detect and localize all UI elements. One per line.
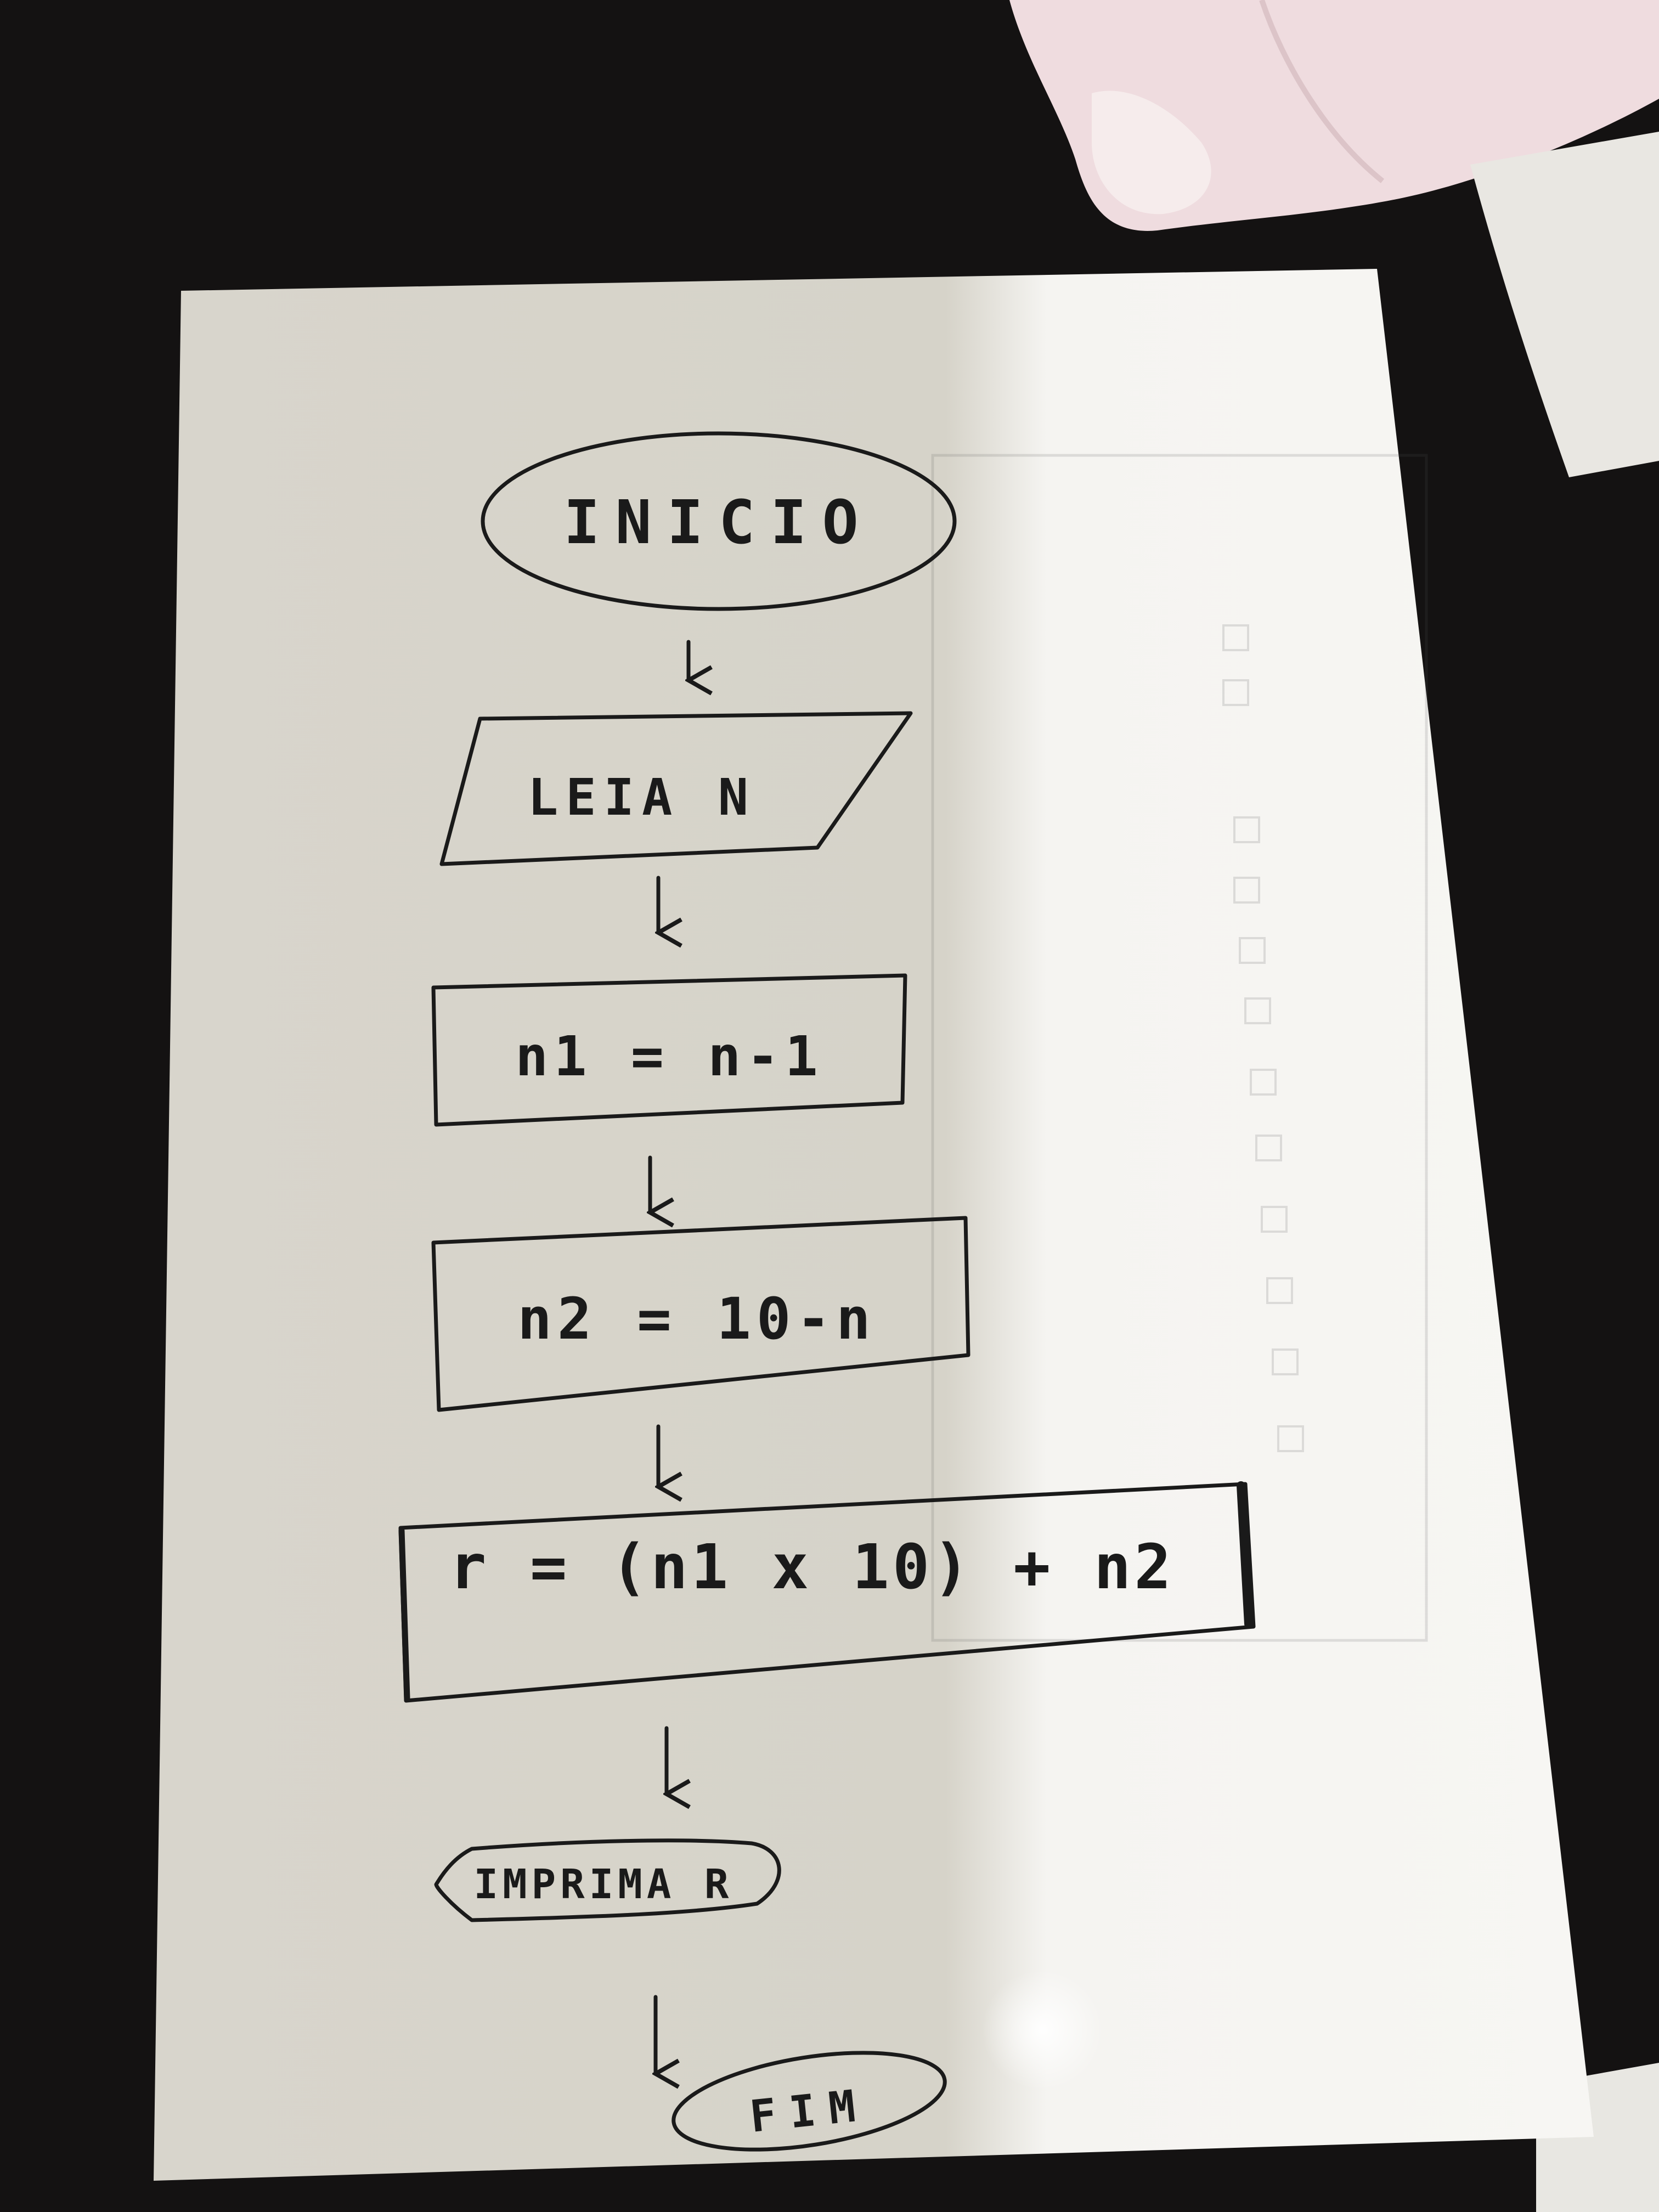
end-label: FIM bbox=[747, 2079, 871, 2142]
towel bbox=[1009, 0, 1659, 477]
output-label: IMPRIMA R bbox=[474, 1861, 733, 1908]
paper-sheet bbox=[154, 269, 1594, 2181]
process-r-thick-edge bbox=[1237, 1481, 1253, 1628]
start-label: INICIO bbox=[563, 487, 873, 557]
flowchart bbox=[398, 431, 1256, 2152]
step2-label: n2 = 10-n bbox=[517, 1285, 876, 1352]
input-label: LEIA N bbox=[528, 768, 756, 827]
output-shape bbox=[434, 1838, 781, 1922]
end-terminator bbox=[672, 2051, 947, 2152]
show-through-form bbox=[931, 454, 1428, 1642]
process-n2 bbox=[431, 1216, 970, 1412]
process-r-left-edge bbox=[398, 1527, 410, 1701]
input-parallelogram bbox=[439, 711, 913, 866]
light-glare bbox=[982, 1970, 1103, 2090]
start-terminator bbox=[481, 431, 957, 611]
step3-label: r = (n1 x 10) + n2 bbox=[449, 1532, 1175, 1603]
process-n1 bbox=[431, 973, 907, 1127]
step1-label: n1 = n-1 bbox=[515, 1024, 823, 1088]
